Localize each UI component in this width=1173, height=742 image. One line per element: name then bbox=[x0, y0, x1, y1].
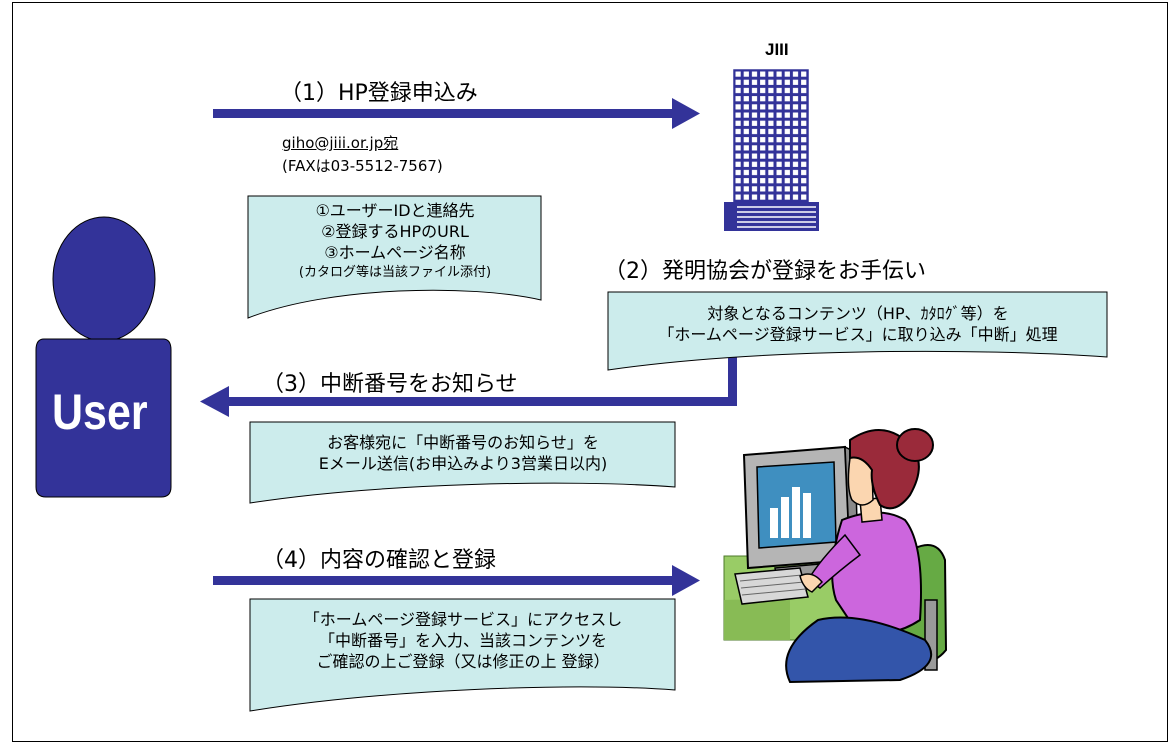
step1-arrow bbox=[213, 98, 700, 129]
step3-note-line: お客様宛に「中断番号のお知らせ」を bbox=[327, 433, 599, 452]
step3-note-line: Eメール送信(お申込みより3営業日以内) bbox=[318, 454, 608, 473]
step4-note-line: ご確認の上ご登録（又は修正の上 登録） bbox=[316, 652, 610, 671]
operator-at-computer-icon bbox=[723, 428, 948, 684]
step1-note-line: ①ユーザーIDと連絡先 bbox=[315, 201, 475, 220]
step2-title: （2）発明協会が登録をお手伝い bbox=[604, 259, 926, 284]
step4-note: 「ホームページ登録サービス」にアクセスし 「中断番号」を入力、当該コンテンツを … bbox=[252, 609, 674, 672]
step4-note-line: 「ホームページ登録サービス」にアクセスし bbox=[303, 610, 623, 629]
step1-note-line: ③ホームページ名称 bbox=[324, 243, 466, 262]
step4-arrow bbox=[213, 565, 700, 596]
step1-title: （1）HP登録申込み bbox=[280, 81, 478, 106]
step3-note: お客様宛に「中断番号のお知らせ」を Eメール送信(お申込みより3営業日以内) bbox=[252, 432, 674, 474]
step1-note: ①ユーザーIDと連絡先 ②登録するHPのURL ③ホームページ名称 (カタログ等… bbox=[250, 200, 540, 283]
step2-note-line: 対象となるコンテンツ（HP、ｶﾀﾛｸﾞ等）を bbox=[707, 304, 1009, 323]
building-icon bbox=[724, 69, 819, 231]
step1-fax: (FAXは03-5512-7567) bbox=[282, 157, 443, 175]
step4-note-line: 「中断番号」を入力、当該コンテンツを bbox=[318, 631, 607, 650]
step1-note-line: ②登録するHPのURL bbox=[321, 222, 469, 241]
step3-title: （3）中断番号をお知らせ bbox=[262, 372, 518, 397]
step2-note-line: 「ホームページ登録サービス」に取り込み「中断」処理 bbox=[658, 325, 1058, 344]
step3-note-shape bbox=[249, 421, 676, 504]
user-label: User bbox=[52, 384, 148, 440]
step4-note-shape bbox=[249, 598, 676, 712]
building-label: JIII bbox=[765, 40, 789, 59]
step1-email: giho@jiii.or.jp宛 bbox=[282, 134, 399, 152]
step3-arrow bbox=[200, 340, 737, 417]
user-icon bbox=[35, 216, 172, 498]
step4-title: （4）内容の確認と登録 bbox=[262, 548, 496, 573]
step1-note-line: (カタログ等は当該ファイル添付) bbox=[298, 265, 492, 280]
step1-note-shape bbox=[247, 195, 542, 319]
step2-note-shape bbox=[607, 291, 1108, 371]
step2-note: 対象となるコンテンツ（HP、ｶﾀﾛｸﾞ等）を 「ホームページ登録サービス」に取り… bbox=[610, 303, 1106, 345]
